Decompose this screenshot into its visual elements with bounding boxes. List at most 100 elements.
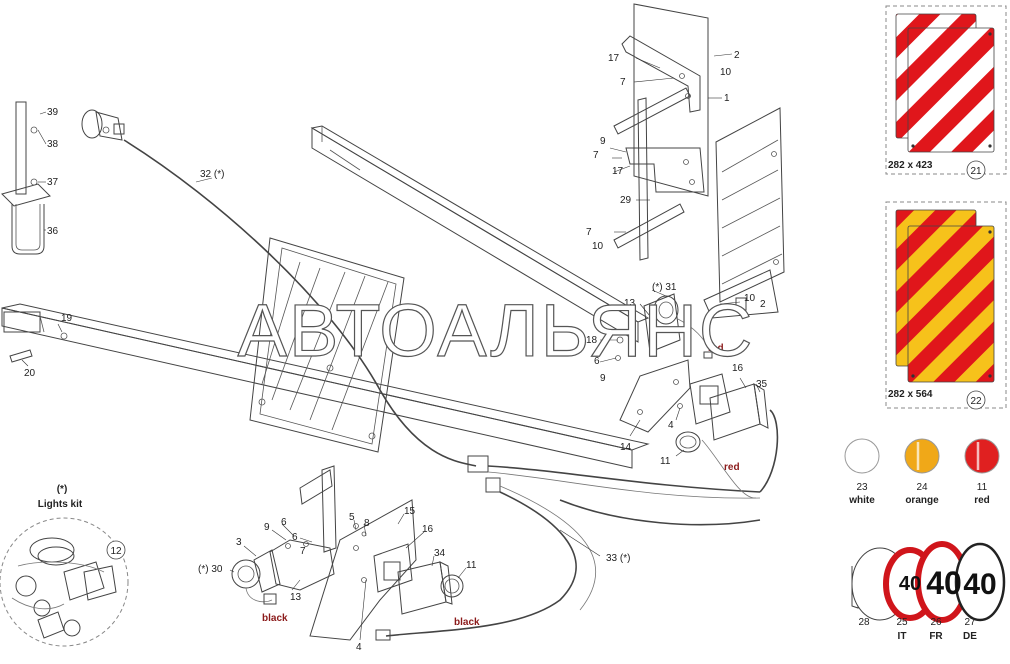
sign-fr-value: 40 xyxy=(926,565,962,601)
sign-it-number: 25 xyxy=(896,617,908,628)
watermark-text: АВТОАЛЬЯНС xyxy=(238,289,755,372)
sign-de-number: 27 xyxy=(964,617,976,628)
callout-6-right: 6 xyxy=(594,356,600,367)
lights-kit-number-ring xyxy=(106,540,126,560)
callout-14: 14 xyxy=(620,442,632,453)
callout-labels: 17 7 2 10 1 9 7 17 29 7 10 10 2 (*) 31 1… xyxy=(24,50,768,653)
callout-6-left-a: 6 xyxy=(281,517,287,528)
left-lamp-assembly xyxy=(231,499,464,641)
right-lamp-assembly xyxy=(615,293,769,453)
post-assembly xyxy=(1,101,51,255)
callout-17-lower: 17 xyxy=(612,166,624,177)
callout-16-left: 16 xyxy=(422,524,434,535)
callout-39: 39 xyxy=(47,107,59,118)
sign-fr-country: FR xyxy=(929,631,943,642)
bolt-20 xyxy=(9,332,68,363)
sign-it-value: 40 xyxy=(899,573,921,595)
callout-8: 8 xyxy=(364,518,370,529)
callout-19: 19 xyxy=(61,313,73,324)
reflector-label: red xyxy=(974,495,990,506)
callout-13-left: 13 xyxy=(290,592,302,603)
reflector-white xyxy=(844,438,880,474)
callout-7-upper: 7 xyxy=(620,77,626,88)
sign-holder-number: 28 xyxy=(858,617,870,628)
callout-30: (*) 30 xyxy=(198,564,223,575)
callout-29: 29 xyxy=(620,195,632,206)
callout-4-right: 4 xyxy=(668,420,674,431)
callout-35: 35 xyxy=(756,379,768,390)
bar-29 xyxy=(613,203,685,249)
right-striped-plate xyxy=(703,107,785,319)
callout-34: 34 xyxy=(434,548,446,559)
callout-6-left-b: 6 xyxy=(292,532,298,543)
beam-leg xyxy=(299,465,337,553)
callout-16-right: 16 xyxy=(732,363,744,374)
upper-beam xyxy=(310,125,650,343)
leader-lines xyxy=(21,53,761,641)
lights-kit-number: 12 xyxy=(110,546,122,557)
upper-rear-plate xyxy=(633,3,709,197)
callout-7-mid: 7 xyxy=(593,150,599,161)
callout-36: 36 xyxy=(47,226,59,237)
color-word-red-1: red xyxy=(708,343,724,354)
callout-5: 5 xyxy=(349,512,355,523)
callout-2-upper: 2 xyxy=(734,50,740,61)
callout-9-upper: 9 xyxy=(600,136,606,147)
sign-fr-number: 26 xyxy=(930,617,942,628)
lower-beam xyxy=(1,303,650,469)
plate-22-size: 282 x 564 xyxy=(888,389,933,400)
lights-kit-title: Lights kit xyxy=(38,499,83,510)
callout-33: 33 (*) xyxy=(606,553,630,564)
reflector-number: 24 xyxy=(916,482,928,493)
reflector-label: orange xyxy=(905,495,939,506)
callout-15: 15 xyxy=(404,506,416,517)
plate-21-number: 21 xyxy=(970,166,982,177)
callout-9-right: 9 xyxy=(600,373,606,384)
sign-de-value: 40 xyxy=(963,568,996,601)
lights-kit-illustration xyxy=(0,517,129,647)
callout-7-left: 7 xyxy=(300,546,306,557)
plate-21-number-ring xyxy=(966,160,986,180)
callout-3: 3 xyxy=(236,537,242,548)
callout-1: 1 xyxy=(724,93,730,104)
bar-upper xyxy=(613,87,691,261)
callout-31: (*) 31 xyxy=(652,282,677,293)
bracket-17-lower xyxy=(625,147,705,193)
cable-32 xyxy=(123,139,477,467)
callout-9-left: 9 xyxy=(264,522,270,533)
reflector-orange xyxy=(904,438,940,474)
sign-de-country: DE xyxy=(963,631,977,642)
callout-10-lower: 10 xyxy=(592,241,604,252)
warning-plate-21-box xyxy=(885,5,1007,175)
sign-it-country: IT xyxy=(898,631,907,642)
connector-plug xyxy=(81,109,125,141)
callout-18: 18 xyxy=(586,335,598,346)
callout-4-left: 4 xyxy=(356,642,362,653)
sign-de xyxy=(954,542,1006,622)
callout-11-left: 11 xyxy=(466,560,477,571)
color-word-black-1: black xyxy=(262,613,288,624)
callout-11-right: 11 xyxy=(660,456,671,467)
reflector-number: 23 xyxy=(856,482,868,493)
callout-37: 37 xyxy=(47,177,59,188)
callout-32: 32 (*) xyxy=(200,169,224,180)
cable-harness-33 xyxy=(385,409,779,637)
reflector-number: 11 xyxy=(977,482,988,493)
plate-21-size: 282 x 423 xyxy=(888,160,933,171)
callout-10-right: 10 xyxy=(744,293,756,304)
color-word-black-2: black xyxy=(454,617,480,628)
large-mounting-plate xyxy=(249,237,405,453)
speed-signs: 40 40 40 xyxy=(851,541,1006,623)
callout-10-upper: 10 xyxy=(720,67,732,78)
callout-38: 38 xyxy=(47,139,59,150)
plate-22-number-ring xyxy=(966,390,986,410)
warning-plate-22-box xyxy=(885,201,1007,409)
callout-7-lower: 7 xyxy=(586,227,592,238)
lights-kit-star: (*) xyxy=(57,484,68,495)
color-word-red-2: red xyxy=(724,462,740,473)
callout-17-upper: 17 xyxy=(608,53,620,64)
reflector-red xyxy=(964,438,1000,474)
